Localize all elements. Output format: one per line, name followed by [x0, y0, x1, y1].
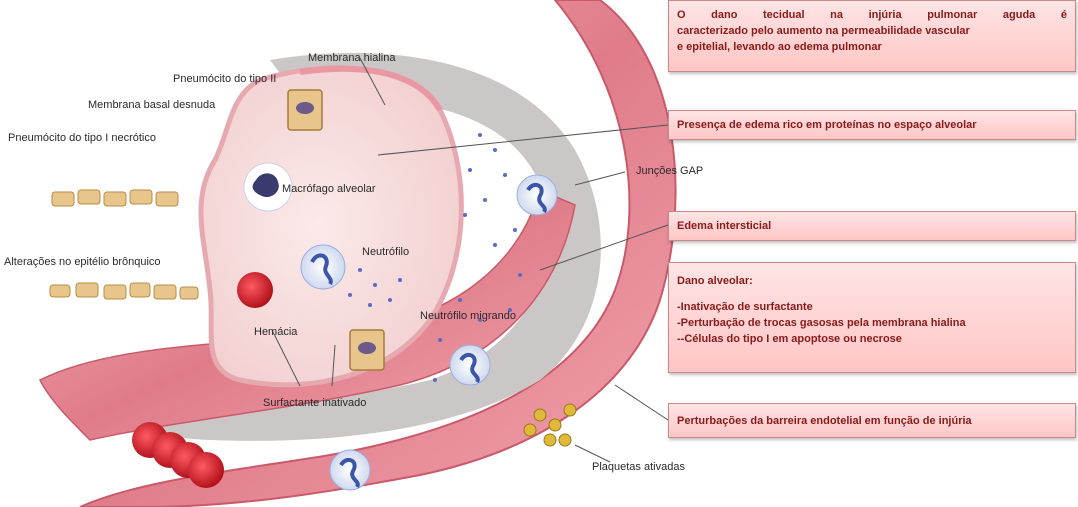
callout-interstitial-edema: Edema intersticial: [668, 211, 1076, 241]
callout-tissue-damage-line-1: O dano tecidual na injúria pulmonar agud…: [677, 7, 1067, 23]
callout-endothelial-barrier: Perturbações da barreira endotelial em f…: [668, 403, 1076, 438]
label-bare-basement-membrane: Membrana basal desnuda: [88, 99, 215, 112]
label-activated-platelets: Plaquetas ativadas: [592, 461, 685, 474]
label-hyaline-membrane: Membrana hialina: [308, 52, 395, 65]
callout-alveolar-damage: Dano alveolar: -Inativação de surfactant…: [668, 262, 1076, 373]
callout-tissue-damage: O dano tecidual na injúria pulmonar agud…: [668, 0, 1076, 72]
label-pneumocyte-type-i: Pneumócito do tipo I necrótico: [8, 132, 156, 145]
callout-alveolar-damage-item-1: -Inativação de surfactante: [677, 299, 1067, 315]
callout-alveolar-damage-title: Dano alveolar:: [677, 273, 1067, 289]
label-inactivated-surfactant: Surfactante inativado: [263, 397, 366, 410]
label-migrating-neutrophil: Neutrófilo migrando: [420, 310, 516, 323]
callout-alveolar-damage-item-2: -Perturbação de trocas gasosas pela memb…: [677, 315, 1067, 331]
callout-protein-edema: Presença de edema rico em proteínas no e…: [668, 110, 1076, 140]
label-pneumocyte-type-ii: Pneumócito do tipo II: [173, 73, 276, 86]
label-gap-junctions: Junções GAP: [636, 165, 703, 178]
callout-alveolar-damage-item-3: --Células do tipo I em apoptose ou necro…: [677, 331, 1067, 347]
label-bronchial-epithelium: Alterações no epitélio brônquico: [4, 256, 161, 269]
label-macrophage: Macrófago alveolar: [282, 183, 376, 196]
pneumocyte-type-ii-cell-lower: [350, 330, 384, 370]
pneumocyte-type-ii-cell: [288, 90, 322, 130]
callout-tissue-damage-line-3: e epitelial, levando ao edema pulmonar: [677, 39, 1067, 55]
label-red-blood-cell: Hemácia: [254, 326, 297, 339]
label-neutrophil: Neutrófilo: [362, 246, 409, 259]
callout-tissue-damage-line-2: caracterizado pelo aumento na permeabili…: [677, 23, 1067, 39]
